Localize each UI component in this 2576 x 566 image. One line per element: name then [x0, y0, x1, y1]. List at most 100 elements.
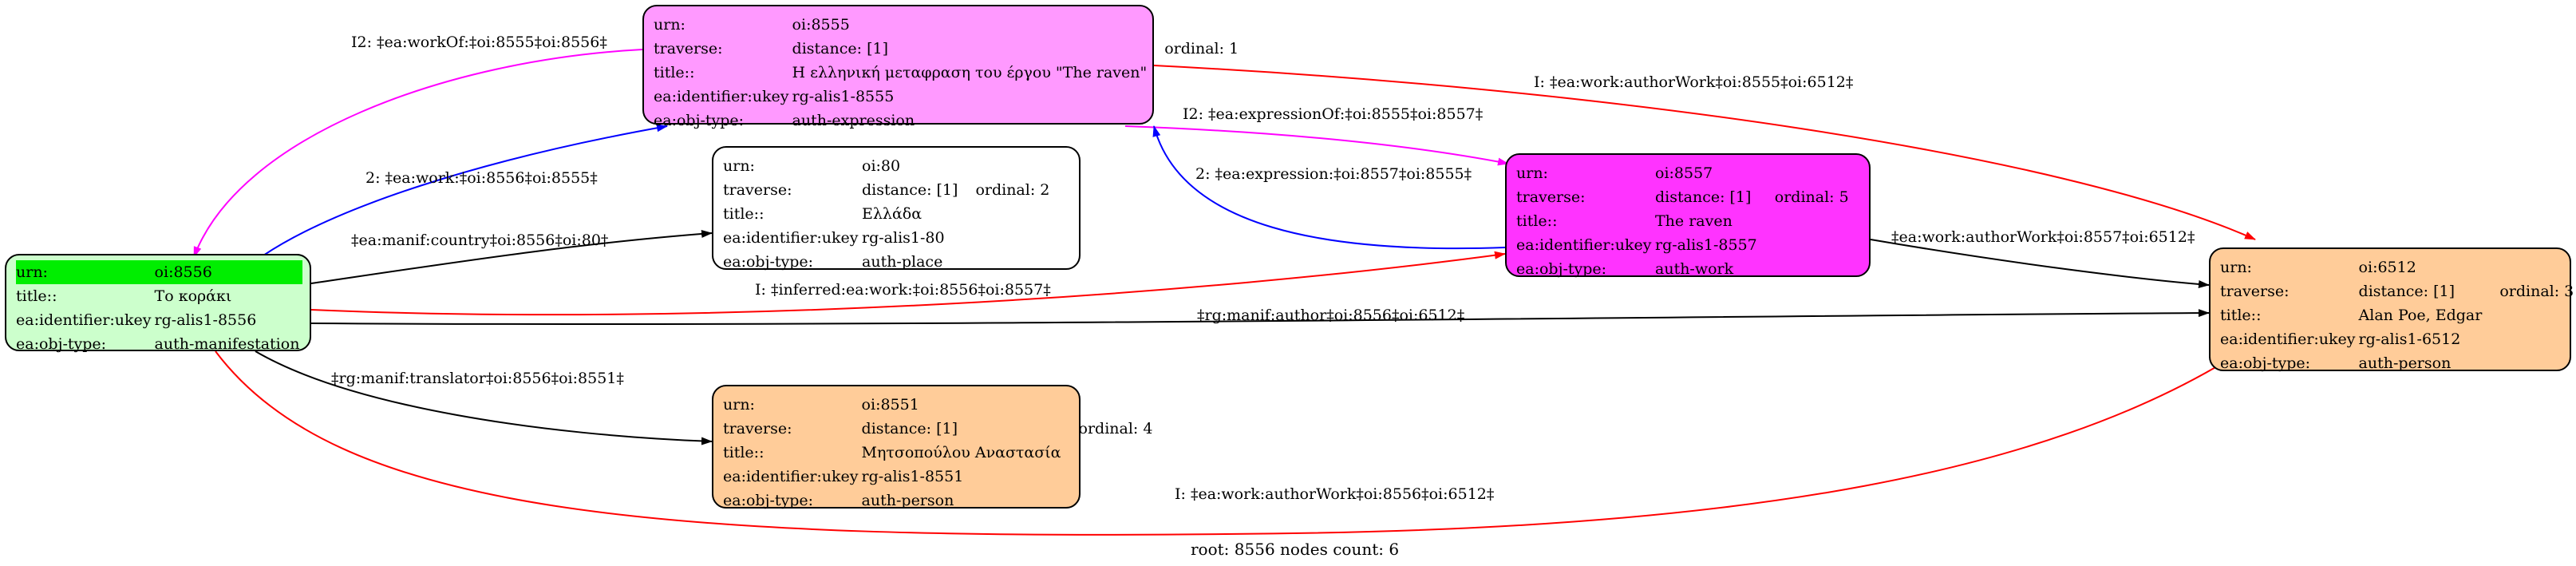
node-row: title::The raven	[1516, 209, 1852, 233]
node-row-value: rg-alis1-6512	[2358, 330, 2461, 348]
node-row-key: title::	[1516, 212, 1558, 230]
node-row-value: distance: [1]	[792, 40, 888, 57]
node-row: traverse: distance: [1] ordinal: 3	[2220, 279, 2576, 303]
edge-expressionof-8555-8557	[1124, 125, 1509, 166]
edge-author-8556-6512	[310, 309, 2210, 326]
node-row-key: ea:identifier:ukey	[1516, 236, 1652, 254]
node-row-key: ea:obj-type:	[1516, 260, 1607, 278]
node-row-ordinal: ordinal: 1	[1164, 40, 1239, 57]
edge-label-work-8556-8555: 2: ‡ea:work:‡oi:8556‡oi:8555‡	[365, 169, 598, 187]
node-row: ea:obj-type: auth-place	[723, 250, 1053, 274]
node-row-value: auth-place	[862, 253, 943, 271]
node-row-key: title::	[723, 444, 765, 461]
node-row-value: Το κοράκι	[154, 287, 232, 305]
node-row-key: urn:	[654, 16, 685, 34]
edge-label-country-8556-80: ‡ea:manif:country‡oi:8556‡oi:80‡	[351, 232, 609, 249]
node-row-key: traverse:	[2220, 283, 2290, 300]
node-row-value: distance: [1]	[2358, 283, 2455, 300]
node-row-value: oi:80	[862, 157, 901, 175]
node-row: traverse:distance: [1]ordinal: 4	[723, 417, 1156, 441]
node-row-value: oi:8556	[154, 260, 303, 284]
node-row-value: distance: [1]	[861, 420, 958, 437]
node-row-key: urn:	[723, 157, 755, 175]
node-row-key: urn:	[2220, 259, 2252, 276]
node-row: traverse: distance: [1] ordinal: 1	[654, 37, 1242, 61]
node-row-value: rg-alis1-8556	[154, 311, 257, 329]
node-row: urn:oi:8556	[16, 260, 303, 284]
edge-authorwork-8555-6512	[1153, 65, 2256, 240]
node-row: urn: oi:80	[723, 154, 1053, 178]
node-row-value: The raven	[1655, 212, 1732, 230]
node-row-key: ea:identifier:ukey	[723, 229, 859, 247]
node-row-ordinal: ordinal: 3	[2499, 283, 2574, 300]
node-row-value: auth-expression	[792, 112, 915, 129]
node-row-key: ea:obj-type:	[723, 492, 814, 509]
node-oi-80[interactable]: urn: oi:80 traverse: distance: [1] ordinal: …	[712, 146, 1081, 271]
node-row-value: rg-alis1-8555	[792, 88, 895, 105]
edge-work-8556-8555	[263, 124, 668, 256]
node-row-key: title::	[654, 64, 695, 81]
node-row-key: ea:identifier:ukey	[2220, 330, 2356, 348]
edge-workof-8555-8556	[193, 49, 643, 258]
node-row: traverse: distance: [1] ordinal: 2	[723, 178, 1053, 202]
node-row-value: auth-person	[861, 492, 954, 509]
node-row-value: rg-alis1-8557	[1655, 236, 1757, 254]
edge-translator-8556-8551	[255, 350, 713, 445]
edge-authorwork-8556-6512	[215, 350, 2227, 536]
node-oi-8555[interactable]: urn: oi:8555 traverse: distance: [1] ordinal…	[642, 5, 1239, 129]
node-row-value: auth-person	[2358, 354, 2452, 372]
edge-expression-8557-8555	[1152, 125, 1506, 250]
node-row-value: Alan Poe, Edgar	[2358, 307, 2483, 324]
node-row-value: rg-alis1-8551	[861, 468, 964, 485]
edge-label-authorwork-8555-6512: I: ‡ea:work:authorWork‡oi:8555‡oi:6512‡	[1534, 73, 1854, 91]
edge-inferred-8556-8557	[310, 251, 1506, 316]
node-row: traverse:distance: [1]ordinal: 5	[1516, 185, 1852, 209]
node-row-value: oi:8551	[861, 396, 919, 414]
node-row: ea:obj-type:auth-manifestation	[16, 332, 302, 356]
node-row-key: ea:identifier:ukey	[16, 311, 152, 329]
node-row-key: ea:identifier:ukey	[654, 88, 789, 105]
node-row-value: Μητσοπούλου Αναστασία	[861, 444, 1061, 461]
node-row-ordinal: ordinal: 5	[1774, 188, 1849, 206]
node-row: ea:obj-type:auth-expression	[654, 109, 1242, 133]
node-row-value: oi:8555	[792, 16, 850, 34]
node-row-key: title::	[2220, 307, 2262, 324]
node-row: title::Το κοράκι	[16, 284, 302, 308]
edge-label-authorwork-8557-6512: ‡ea:work:authorWork‡oi:8557‡oi:6512‡	[1891, 228, 2195, 246]
node-row-key: traverse:	[723, 420, 792, 437]
node-row: urn:oi:8551	[723, 393, 1156, 417]
node-row-key: ea:identifier:ukey	[723, 468, 859, 485]
node-row: ea:obj-type: auth-work	[1516, 257, 1852, 281]
node-row-value: auth-work	[1655, 260, 1734, 278]
edge-label-inferred-8556-8557: I: ‡inferred:ea:work:‡oi:8556‡oi:8557‡	[755, 281, 1051, 299]
edge-label-translator-8556-8551: ‡rg:manif:translator‡oi:8556‡oi:8551‡	[331, 370, 624, 387]
node-row-value: auth-manifestation	[154, 335, 300, 353]
node-row-key: traverse:	[723, 181, 792, 199]
node-8555-rows: urn: oi:8555 traverse: distance: [1] ordinal…	[654, 13, 1242, 133]
node-row-key: ea:obj-type:	[723, 253, 814, 271]
node-row: title::Η ελληνική μεταφραση του έργου "T…	[654, 61, 1242, 85]
node-row-key: title::	[723, 205, 765, 223]
node-row-key: urn:	[16, 260, 155, 284]
node-row-ordinal: ordinal: 2	[975, 181, 1050, 199]
node-row-value: rg-alis1-80	[862, 229, 945, 247]
node-row-value: distance: [1]	[862, 181, 958, 199]
node-row: ea:obj-type: auth-person	[723, 489, 1156, 513]
edge-authorwork-8557-6512	[1870, 239, 2210, 288]
node-row-key: traverse:	[654, 40, 723, 57]
edge-country-8556-80	[310, 229, 713, 284]
